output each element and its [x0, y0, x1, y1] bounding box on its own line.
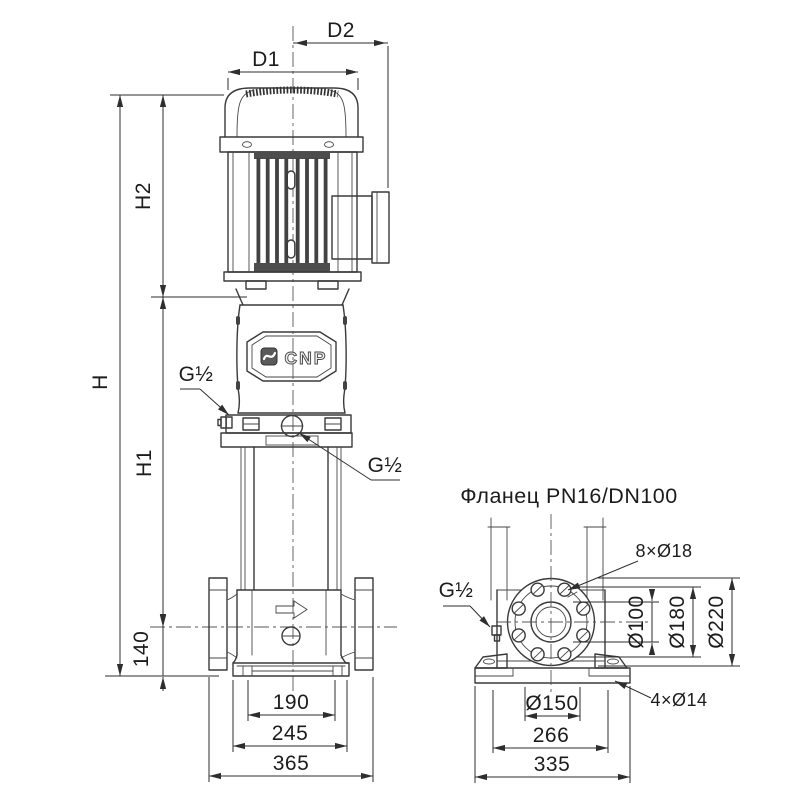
- pump-column: [240, 446, 342, 591]
- cooling-fins: [256, 158, 328, 263]
- fan-grille: [245, 86, 339, 98]
- motor-adapter: [223, 271, 362, 306]
- dim-label-d1: D1: [252, 48, 280, 71]
- front-dimensions: D2 D1 H H2 H1 140 190: [89, 19, 402, 782]
- fan-cover: [224, 86, 359, 138]
- dim-label-365: 365: [273, 752, 310, 775]
- pump-base-side: [474, 653, 631, 684]
- side-plug-g-half: [491, 625, 502, 642]
- dim-label-266: 266: [533, 724, 570, 747]
- dim-label-190: 190: [273, 691, 310, 714]
- flange-face: [496, 514, 650, 694]
- pump-head: CNP: [236, 304, 347, 414]
- dim-label-140: 140: [130, 631, 153, 668]
- dim-label-g-half-side: G½: [439, 579, 474, 602]
- front-view: CNP: [89, 19, 402, 782]
- lifting-lug-bottom: [286, 239, 296, 259]
- side-view-title: Фланец PN16/DN100: [460, 484, 677, 508]
- dim-label-245: 245: [272, 722, 309, 745]
- dim-label-bore: Ø100: [625, 595, 648, 648]
- fin-bottom-band: [254, 263, 330, 272]
- drain-port: [281, 626, 301, 646]
- seal-housing: [217, 414, 353, 448]
- suction-flange-left: [208, 577, 238, 671]
- motor-body: [227, 151, 358, 273]
- dim-label-d2: D2: [327, 19, 355, 42]
- dim-label-h2: H2: [132, 182, 155, 210]
- dim-label-bolt-circle: Ø180: [666, 595, 689, 648]
- dim-label-base-holes: 4×Ø14: [650, 690, 707, 710]
- side-dimensions: 8×Ø18 G½ Ø100 Ø180 Ø220: [439, 541, 740, 783]
- dim-label-h: H: [89, 374, 112, 390]
- fin-top-band: [254, 152, 330, 159]
- side-view: Фланец PN16/DN100: [439, 484, 740, 783]
- terminal-box: [331, 191, 390, 264]
- nameplate: [265, 435, 319, 446]
- drain-plug-left: [217, 416, 233, 429]
- brand-label: CNP: [285, 348, 328, 368]
- flow-direction-arrow: [275, 600, 308, 619]
- dim-label-g-half-left: G½: [179, 363, 214, 386]
- lifting-lug-top: [286, 170, 296, 190]
- dim-label-h1: H1: [133, 449, 156, 477]
- dim-label-150: Ø150: [525, 692, 578, 715]
- pump-base-front: [232, 654, 350, 677]
- dim-label-g-half-right: G½: [368, 454, 403, 477]
- column-pipes: [487, 517, 607, 601]
- flange-bolt-holes: [511, 582, 591, 662]
- dim-label-flange-od: Ø220: [705, 595, 728, 648]
- dim-label-bolt-holes: 8×Ø18: [635, 541, 692, 561]
- dim-label-335: 335: [534, 753, 571, 776]
- cnp-badge: CNP: [246, 331, 337, 382]
